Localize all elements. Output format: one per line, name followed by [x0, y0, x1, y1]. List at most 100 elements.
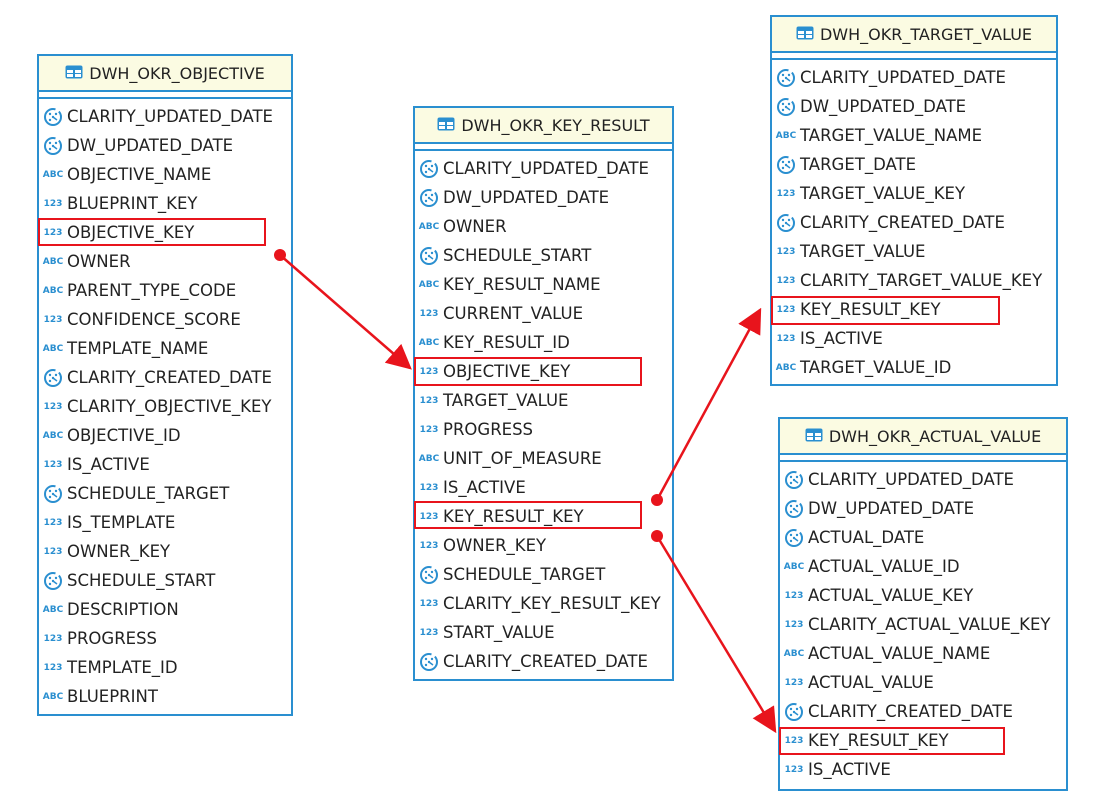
datetime-icon: [42, 136, 64, 156]
table-header[interactable]: DWH_OKR_ACTUAL_VALUE: [780, 419, 1066, 455]
text-type-icon: ABC: [783, 561, 805, 572]
column-name: OWNER: [67, 252, 131, 271]
column-row[interactable]: DW_UPDATED_DATE: [780, 494, 1066, 523]
numeric-type-icon: 123: [43, 633, 63, 644]
column-row[interactable]: CLARITY_UPDATED_DATE: [415, 154, 672, 183]
column-row[interactable]: SCHEDULE_TARGET: [39, 479, 291, 508]
column-row[interactable]: CLARITY_UPDATED_DATE: [780, 465, 1066, 494]
column-name: ACTUAL_VALUE_NAME: [808, 644, 991, 663]
numeric-type-icon: 123: [784, 619, 804, 630]
column-row[interactable]: CLARITY_CREATED_DATE: [772, 208, 1056, 237]
column-row[interactable]: CLARITY_CREATED_DATE: [415, 647, 672, 676]
table-header[interactable]: DWH_OKR_KEY_RESULT: [415, 108, 672, 144]
numeric-type-icon: 123: [784, 735, 804, 746]
numeric-type-icon: 123: [784, 590, 804, 601]
column-name: CLARITY_ACTUAL_VALUE_KEY: [808, 615, 1051, 634]
column-row[interactable]: DW_UPDATED_DATE: [415, 183, 672, 212]
highlight-objective-key-key-result: [414, 357, 642, 386]
column-row[interactable]: DW_UPDATED_DATE: [772, 92, 1056, 121]
column-name: SCHEDULE_START: [67, 571, 216, 590]
datetime-icon: [775, 155, 797, 175]
column-row[interactable]: CLARITY_UPDATED_DATE: [772, 63, 1056, 92]
table-dwh-okr-actual-value[interactable]: DWH_OKR_ACTUAL_VALUE CLARITY_UPDATED_DATE…: [778, 417, 1068, 791]
column-name: ACTUAL_DATE: [808, 528, 925, 547]
datetime-icon: [783, 528, 805, 548]
numeric-type-icon: 123: [43, 198, 63, 209]
column-row[interactable]: SCHEDULE_TARGET: [415, 560, 672, 589]
column-row[interactable]: CLARITY_CREATED_DATE: [39, 363, 291, 392]
datetime-icon: [418, 565, 440, 585]
datetime-icon: [42, 107, 64, 127]
column-row[interactable]: ACTUAL_DATE: [780, 523, 1066, 552]
column-name: PARENT_TYPE_CODE: [67, 281, 237, 300]
text-type-icon: ABC: [775, 362, 797, 373]
table-dwh-okr-target-value[interactable]: DWH_OKR_TARGET_VALUE CLARITY_UPDATED_DATE…: [770, 15, 1058, 386]
column-row[interactable]: SCHEDULE_START: [39, 566, 291, 595]
column-name: KEY_RESULT_ID: [443, 333, 570, 352]
datetime-icon: [42, 484, 64, 504]
text-type-icon: ABC: [783, 648, 805, 659]
column-name: SCHEDULE_TARGET: [443, 565, 606, 584]
column-row[interactable]: SCHEDULE_START: [415, 241, 672, 270]
table-header[interactable]: DWH_OKR_TARGET_VALUE: [772, 17, 1056, 53]
column-name: KEY_RESULT_KEY: [800, 300, 941, 319]
column-row[interactable]: 123 CLARITY_ACTUAL_VALUE_KEY: [780, 610, 1066, 639]
table-icon: [796, 25, 814, 44]
column-row[interactable]: TARGET_DATE: [772, 150, 1056, 179]
table-header[interactable]: DWH_OKR_OBJECTIVE: [39, 56, 291, 92]
column-name: CLARITY_OBJECTIVE_KEY: [67, 397, 272, 416]
column-name: OWNER_KEY: [67, 542, 171, 561]
table-name: DWH_OKR_TARGET_VALUE: [819, 24, 1033, 44]
column-name: TARGET_DATE: [800, 155, 917, 174]
column-row[interactable]: CLARITY_CREATED_DATE: [780, 697, 1066, 726]
column-name: IS_ACTIVE: [443, 478, 526, 497]
highlight-objective-key-objective: [38, 218, 266, 246]
column-row[interactable]: DW_UPDATED_DATE: [39, 131, 291, 160]
column-row[interactable]: CLARITY_UPDATED_DATE: [39, 102, 291, 131]
